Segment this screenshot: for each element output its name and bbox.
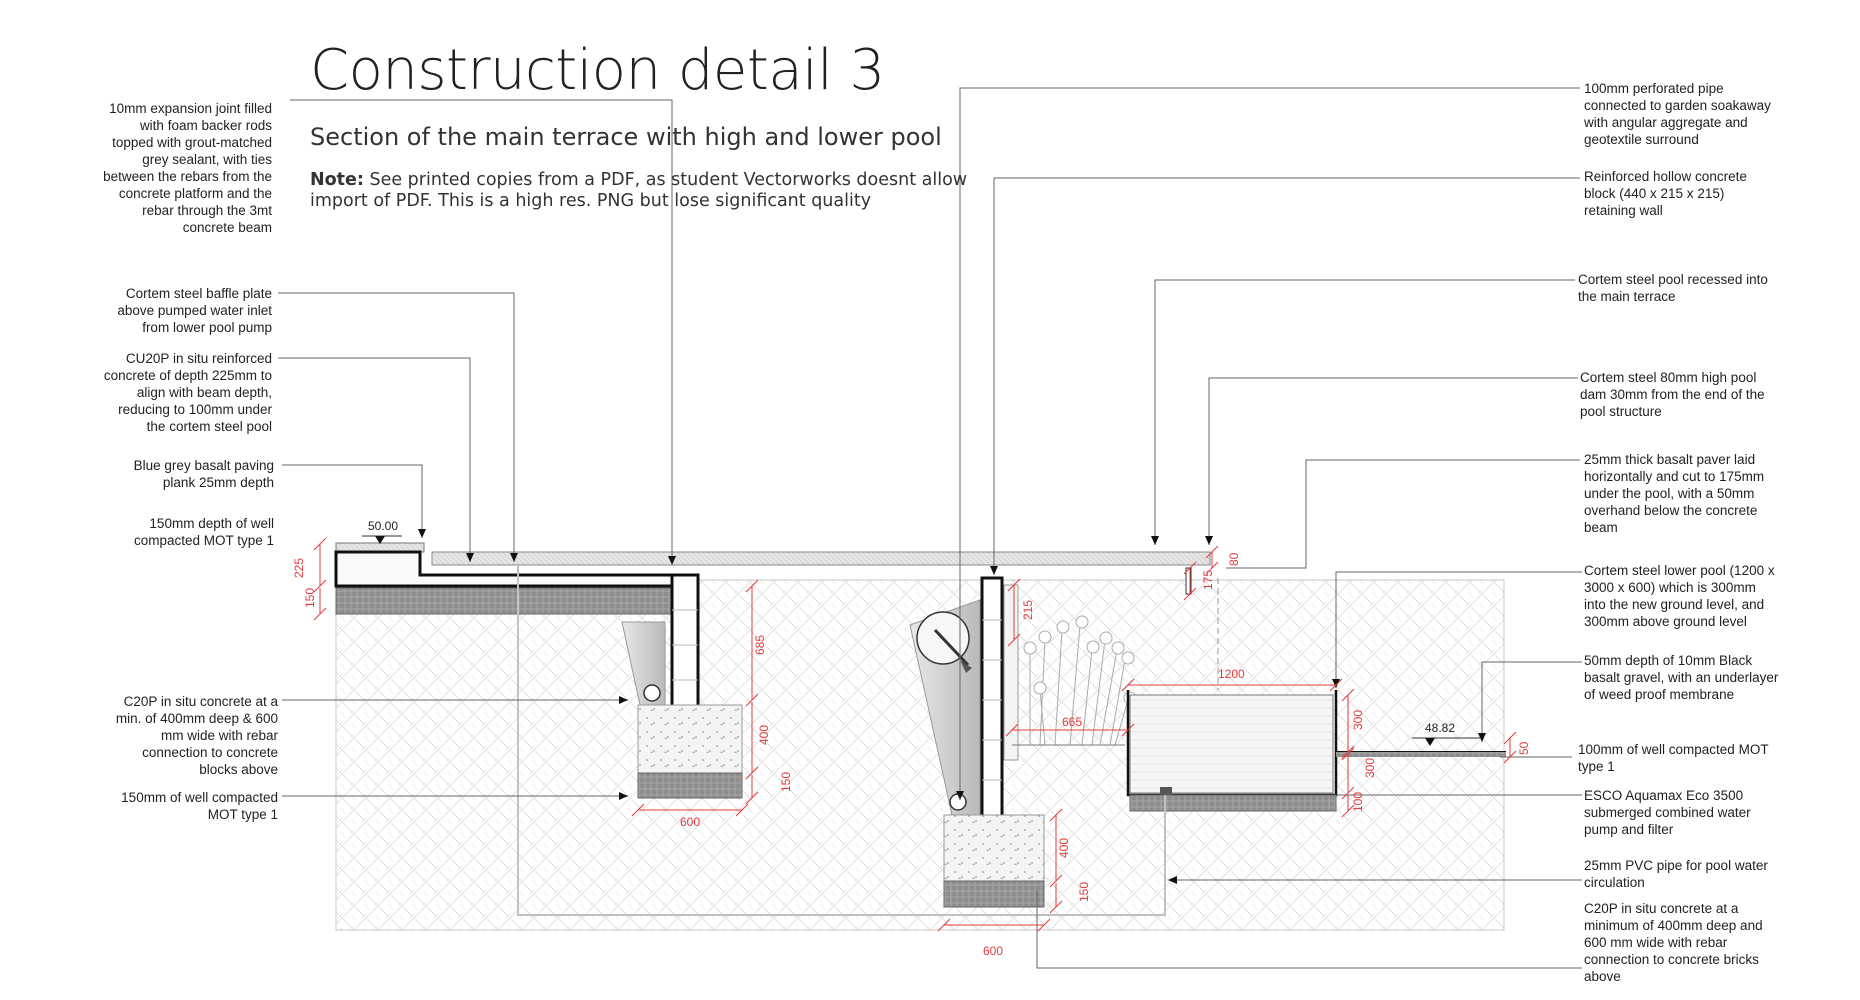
lower-pool-water (1129, 694, 1334, 794)
perforated-pipe-left (643, 684, 661, 702)
svg-text:80: 80 (1227, 552, 1241, 566)
svg-text:685: 685 (753, 635, 767, 655)
page-subtitle: Section of the main terrace with high an… (310, 123, 942, 151)
pump-filter (1160, 787, 1172, 795)
mot-footing-centre (943, 880, 1045, 908)
drainage-wedge-left (621, 621, 666, 706)
label-pump-filter: ESCO Aquamax Eco 3500 submerged combined… (1584, 788, 1751, 837)
page-title: Construction detail 3 (310, 38, 885, 103)
concrete-footing-left (637, 704, 743, 774)
note-body: See printed copies from a PDF, as studen… (310, 170, 968, 211)
label-mot-left: 150mm of well compacted MOT type 1 (121, 790, 278, 822)
lower-pool-base-mot (1129, 794, 1337, 812)
svg-text:225: 225 (292, 558, 306, 578)
label-c20p-right: C20P in situ concrete at a minimum of 40… (1584, 901, 1763, 984)
svg-text:215: 215 (1021, 600, 1035, 620)
svg-text:100: 100 (1351, 792, 1365, 812)
svg-text:600: 600 (983, 944, 1003, 958)
dimension-texts: 225 150 685 400 150 600 215 665 1200 300… (292, 552, 1531, 958)
label-basalt-paver: 25mm thick basalt paver laid horizontall… (1584, 452, 1765, 535)
label-c20p-left: C20P in situ concrete at a min. of 400mm… (115, 694, 278, 777)
svg-text:1200: 1200 (1218, 667, 1245, 681)
perforated-pipe-centre (949, 793, 967, 811)
main-terrace-paving (431, 551, 1211, 566)
level-marker-low: 48.82 (1412, 721, 1480, 746)
svg-text:300: 300 (1363, 758, 1377, 778)
svg-text:150: 150 (303, 588, 317, 608)
svg-text:150: 150 (1077, 882, 1091, 902)
concrete-block-wall-centre (980, 576, 1004, 835)
svg-text:48.82: 48.82 (1425, 721, 1455, 735)
svg-text:665: 665 (1062, 715, 1082, 729)
svg-text:300: 300 (1351, 710, 1365, 730)
label-baffle-plate: Cortem steel baffle plate above pumped w… (117, 286, 272, 335)
svg-text:50.00: 50.00 (368, 519, 398, 533)
svg-text:400: 400 (1057, 838, 1071, 858)
note-prefix: Note: (310, 170, 364, 190)
svg-text:600: 600 (680, 815, 700, 829)
label-pool-dam: Cortem steel 80mm high pool dam 30mm fro… (1580, 370, 1765, 419)
label-hollow-block: Reinforced hollow concrete block (440 x … (1584, 169, 1747, 218)
svg-text:50: 50 (1517, 741, 1531, 755)
label-basalt-paving: Blue grey basalt paving plank 25mm depth (133, 458, 274, 490)
label-cu20p-concrete: CU20P in situ reinforced concrete of dep… (103, 351, 272, 434)
mot-layer-upper (335, 587, 673, 615)
concrete-block-wall-left (670, 573, 700, 725)
label-lower-pool: Cortem steel lower pool (1200 x 3000 x 6… (1584, 563, 1775, 629)
concrete-footing-centre (943, 814, 1045, 882)
svg-text:400: 400 (757, 725, 771, 745)
note-text: Note: See printed copies from a PDF, as … (310, 170, 970, 212)
label-basalt-gravel: 50mm depth of 10mm Black basalt gravel, … (1584, 653, 1779, 702)
label-expansion-joint: 10mm expansion joint filled with foam ba… (103, 101, 272, 235)
label-pvc-pipe: 25mm PVC pipe for pool water circulation (1584, 858, 1768, 890)
svg-text:175: 175 (1201, 570, 1215, 590)
label-perforated-pipe: 100mm perforated pipe connected to garde… (1584, 81, 1771, 147)
label-mot-right: 100mm of well compacted MOT type 1 (1578, 742, 1769, 774)
level-marker-high: 50.00 (362, 519, 402, 544)
dimension-lines (313, 537, 1517, 932)
mot-footing-left (637, 772, 743, 799)
label-cortem-pool: Cortem steel pool recessed into the main… (1578, 272, 1768, 304)
svg-text:150: 150 (779, 772, 793, 792)
leader-lines (278, 87, 1582, 969)
pool-dam (1185, 567, 1192, 595)
label-mot-upper: 150mm depth of well compacted MOT type 1 (133, 516, 274, 548)
leader-arrowheads (418, 529, 1486, 884)
